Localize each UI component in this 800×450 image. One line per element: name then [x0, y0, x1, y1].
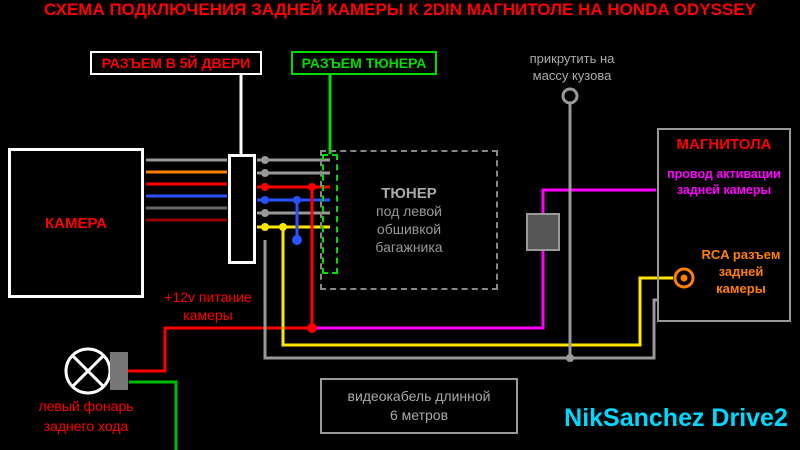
- lamp-connector: [110, 352, 128, 390]
- rca-jack-icon: [673, 267, 695, 289]
- camera-label: КАМЕРА: [44, 214, 107, 232]
- door-connector: [228, 154, 256, 264]
- head-unit-label: МАГНИТОЛА: [676, 136, 772, 153]
- camera-power-label: +12v питание камеры: [164, 289, 252, 323]
- pin-gray-2: [261, 169, 269, 177]
- pin-blue: [261, 196, 269, 204]
- camera-box: КАМЕРА: [8, 148, 144, 298]
- video-cable-label: видеокабель длинной 6 метров: [347, 388, 491, 423]
- tuner-note: под левой обшивкой багажника: [375, 202, 443, 255]
- door-connector-label: РАЗЪЕМ В 5Й ДВЕРИ: [90, 51, 262, 75]
- head-unit-box: [657, 128, 791, 322]
- reverse-lamp-label: левый фонарь заднего хода: [38, 398, 134, 434]
- ground-terminal-icon: [561, 87, 579, 105]
- watermark: NikSanchez Drive2: [564, 404, 788, 432]
- terminal-blue: [292, 235, 302, 245]
- pin-yellow: [261, 223, 269, 231]
- diagram-title: СХЕМА ПОДКЛЮЧЕНИЯ ЗАДНЕЙ КАМЕРЫ К 2DIN М…: [44, 0, 756, 19]
- wire-video-cable-wire: [263, 240, 657, 360]
- dots-layer: [261, 156, 574, 362]
- junction-red-12v: [307, 323, 317, 333]
- wire-activation-wire: [312, 188, 656, 330]
- junction-blue: [293, 196, 301, 204]
- video-cable-box: видеокабель длинной 6 метров: [320, 378, 518, 434]
- tuner-box: ТЮНЕР под левой обшивкой багажника: [320, 150, 498, 290]
- activation-wire-label: провод активации задней камеры: [667, 167, 781, 197]
- junction-yellow: [279, 223, 287, 231]
- diagram-icons: [64, 87, 695, 395]
- wire-power-12v-wire: [128, 187, 314, 373]
- wire-lamp-green-wire: [129, 380, 178, 450]
- wire-video-signal-wire: [281, 227, 673, 347]
- tuner-connector-label: РАЗЪЕМ ТЮНЕРА: [291, 51, 437, 75]
- tuner-connector: [322, 154, 338, 274]
- tuner-title: ТЮНЕР: [381, 184, 437, 202]
- junction-ground: [566, 354, 574, 362]
- inline-connector: [526, 213, 560, 251]
- wires-layer: [128, 75, 673, 450]
- junction-red: [308, 183, 316, 191]
- ground-note: прикрутить на массу кузова: [529, 51, 615, 83]
- reverse-lamp-icon: [64, 347, 112, 395]
- pin-gray-3: [261, 209, 269, 217]
- pin-red: [261, 183, 269, 191]
- rca-label: RCA разъем задней камеры: [701, 247, 781, 296]
- pin-gray-1: [261, 156, 269, 164]
